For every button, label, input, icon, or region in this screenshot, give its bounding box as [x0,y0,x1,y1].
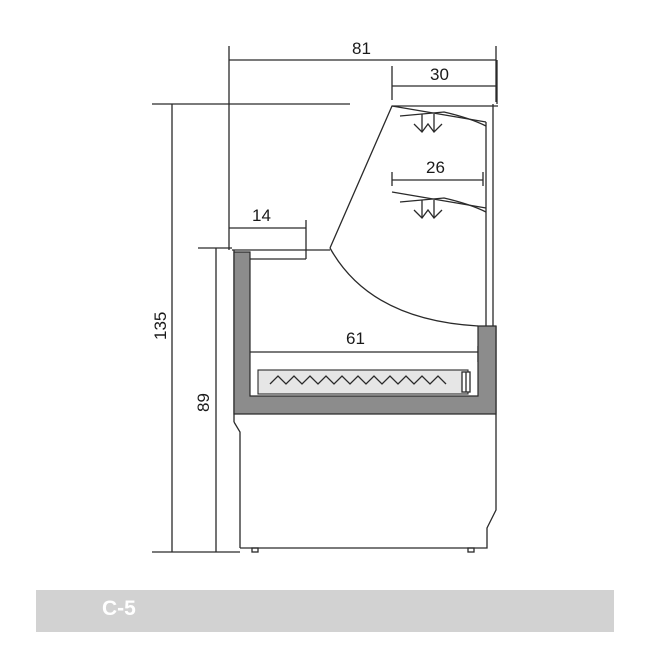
middle-shelf [391,191,487,219]
dim-counter-ledge [229,220,307,250]
top-shelf [391,105,487,133]
label-total-height: 135 [151,312,170,340]
model-footer-bar: C-5 [36,590,614,632]
dim-total-height [152,103,350,553]
dim-middle-shelf [391,172,484,186]
cabinet-structure [232,60,498,553]
label-top-shelf-width: 30 [430,65,449,84]
model-label: C-5 [102,597,136,620]
label-counter-ledge-width: 14 [252,206,271,225]
dim-counter-height [198,247,232,552]
label-counter-height: 89 [194,393,213,412]
label-middle-shelf-width: 26 [426,158,445,177]
display-case-drawing: 81 30 26 14 61 135 89 [151,39,498,553]
refrigerated-tray [233,251,497,415]
label-overall-width: 81 [352,39,371,58]
dim-top-shelf [391,66,496,100]
dim-overall-width [228,46,497,250]
label-inner-base-width: 61 [346,329,365,348]
